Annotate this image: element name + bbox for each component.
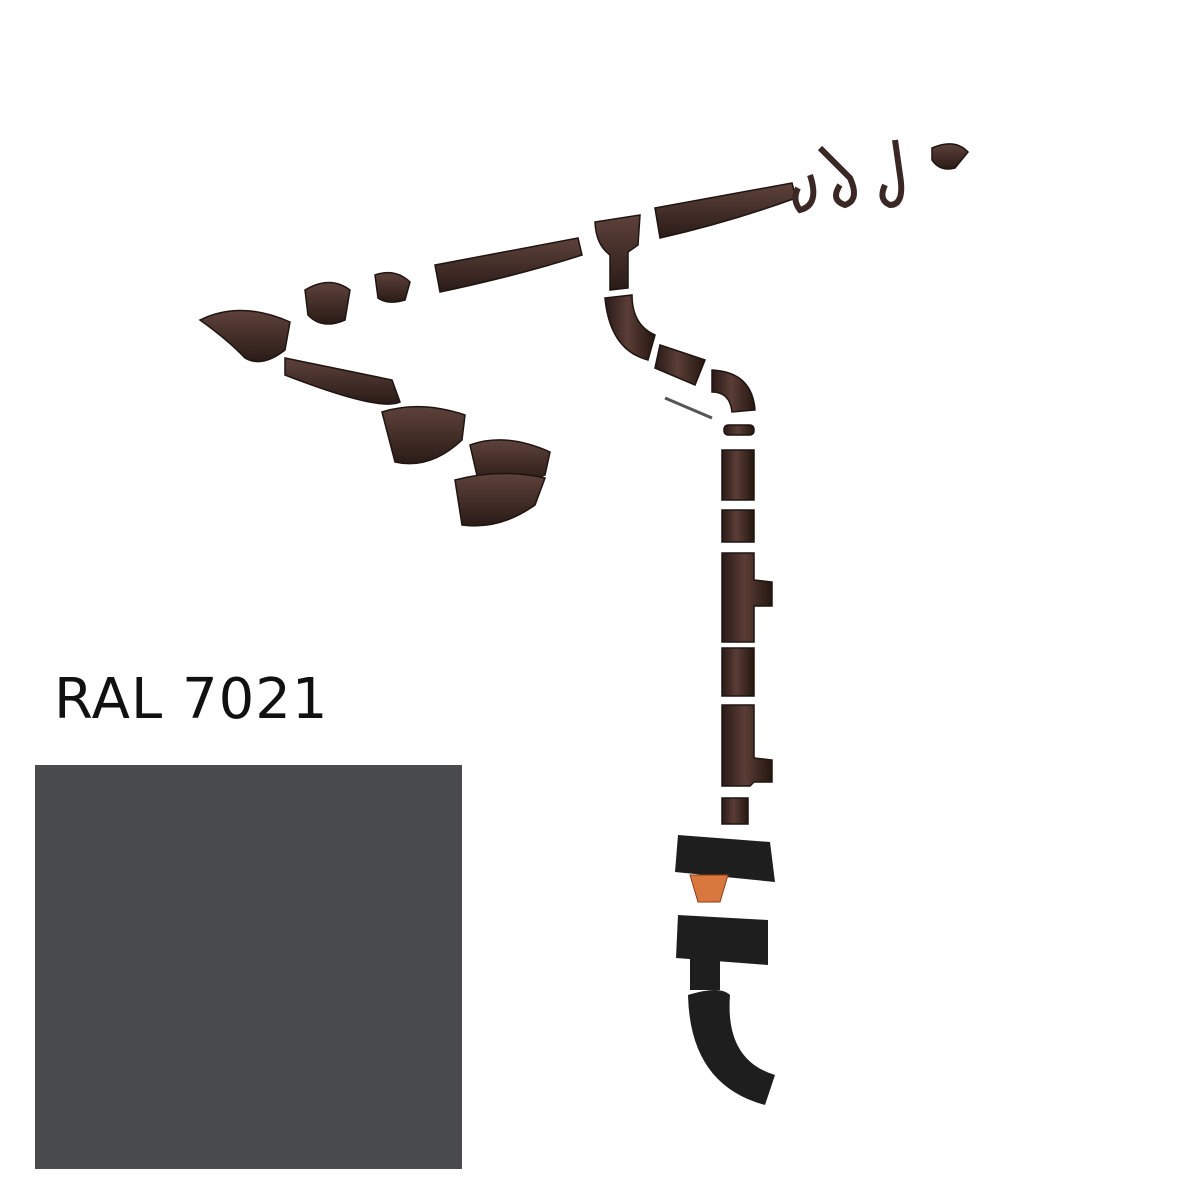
gutter-corner: [454, 472, 547, 527]
pipe-elbow: [711, 369, 756, 413]
color-code-label: RAL 7021: [54, 667, 329, 732]
drain-box: [676, 915, 768, 990]
downpipe-connector: [721, 509, 755, 543]
pipe-elbow: [604, 294, 656, 361]
pipe-pin: [664, 396, 713, 420]
downpipe-connector: [721, 797, 749, 825]
gutter-section: [434, 237, 583, 293]
gutter-connector: [304, 281, 351, 325]
gutter-hook: [792, 139, 905, 214]
drain-basket: [689, 874, 729, 903]
gutter-section: [654, 182, 797, 239]
downpipe-section: [721, 449, 755, 501]
gutter-outlet: [594, 214, 641, 291]
drain-grate: [675, 835, 775, 882]
downpipe-tee: [721, 552, 773, 643]
pipe-section: [654, 344, 706, 386]
flexible-elbow: [688, 990, 775, 1105]
downpipe-branch: [721, 704, 773, 787]
gutter-end-cap: [198, 309, 291, 363]
downpipe-section: [721, 647, 755, 697]
gutter-corner: [381, 405, 466, 465]
gutter-section: [284, 357, 401, 405]
gutter-connector: [374, 271, 411, 303]
gutter-end-cap-right: [931, 143, 969, 170]
pipe-bracket: [723, 424, 755, 436]
color-swatch: [35, 765, 462, 1169]
